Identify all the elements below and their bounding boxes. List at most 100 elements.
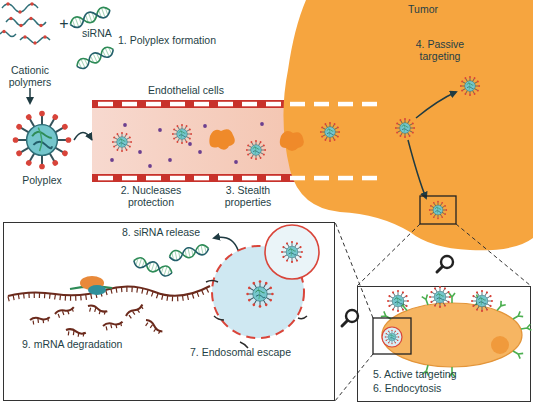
endothelial-cell <box>146 176 161 181</box>
endothelial-cell <box>362 176 377 181</box>
tumor-blob <box>283 0 533 250</box>
nuclease-dot <box>110 122 264 168</box>
mrna-strand <box>8 286 210 296</box>
endothelial-cell <box>218 102 233 107</box>
sirna-helix <box>168 244 209 262</box>
endothelial-cell <box>218 176 233 181</box>
zoom-frame <box>373 318 411 354</box>
endothelial-cell <box>170 102 185 107</box>
node-label: 4. Passive targeting <box>405 38 475 62</box>
nuclease-dot <box>158 128 162 132</box>
tumor-region: Tumor 4. Passive targeting <box>270 0 533 255</box>
nuclease-dot <box>198 150 202 154</box>
released-strand <box>214 316 224 320</box>
node-label: 8. siRNA release <box>122 226 232 238</box>
endothelial-cell <box>314 102 329 107</box>
node-label: Tumor <box>398 3 448 15</box>
cationic-charge <box>9 17 12 20</box>
endothelial-cell <box>242 102 257 107</box>
mechanism-panel: 8. siRNA release9. mRNA degradation7. En… <box>3 222 335 401</box>
cell-receptor <box>398 301 409 313</box>
nuclease-dot <box>203 124 207 128</box>
endothelial-cell <box>338 102 353 107</box>
sirna-helix <box>69 5 112 29</box>
endothelial-cell <box>362 102 377 107</box>
cationic-charge <box>39 24 42 27</box>
blood-cell <box>280 131 304 151</box>
endothelial-cell <box>338 176 353 181</box>
endothelial-cell <box>98 102 377 181</box>
cell-receptor <box>381 293 532 377</box>
endothelial-cell <box>242 176 257 181</box>
cell-receptor <box>512 311 524 321</box>
cationic-polymer <box>0 32 16 37</box>
zoom-leader <box>335 354 373 401</box>
cationic-charge <box>33 41 36 44</box>
endothelial-cell <box>290 176 305 181</box>
nuclease-dot <box>148 164 152 168</box>
cationic-charge <box>19 24 22 27</box>
polyplex-particle <box>385 330 400 345</box>
blood-cell <box>209 129 303 151</box>
endosome <box>265 225 319 279</box>
plus-sign: + <box>57 16 71 32</box>
mrna-fragment <box>143 319 163 336</box>
released-strand <box>298 316 307 319</box>
polyplex-particle <box>387 290 409 312</box>
polyplex-particle <box>387 286 493 312</box>
nuclease-dot <box>260 122 264 126</box>
cell-panel: 5. Active targeting6. Endocytosis <box>357 286 531 402</box>
cationic-charge <box>23 35 26 38</box>
endothelial-cell <box>98 176 113 181</box>
cationic-charge <box>2 2 46 44</box>
polyplex-particle <box>246 280 273 307</box>
polyplex-glyph <box>13 111 72 170</box>
polyplex-particle <box>429 286 451 308</box>
sirna-helix <box>75 45 115 71</box>
cell-receptor <box>473 295 482 306</box>
nuclease-dot <box>188 142 192 146</box>
endothelial-cell <box>266 176 281 181</box>
cationic-polymer <box>20 37 50 43</box>
risc-complex <box>88 285 106 295</box>
escaping-endosome <box>212 246 304 338</box>
polyplex-particle <box>429 201 447 219</box>
node-label: 2. Nucleases protection <box>114 184 188 208</box>
zoom-frame <box>420 196 456 224</box>
polyplex-particle: Polyplex <box>10 108 74 172</box>
cationic-charge <box>43 35 46 38</box>
cationic-charge <box>30 2 33 5</box>
step-label: 1. Polyplex formation <box>118 34 248 46</box>
sirna-helix <box>132 256 173 278</box>
nuclease-dot <box>168 158 172 162</box>
node-label: 3. Stealth properties <box>216 184 280 208</box>
nuclease-dot <box>234 160 238 164</box>
forming-endosome <box>382 327 402 347</box>
zoom-leader <box>456 224 531 286</box>
bound-sirna <box>70 287 112 289</box>
extravasation-arrow <box>416 92 456 118</box>
zoom-leader <box>335 222 531 401</box>
mrna-fragment <box>103 320 124 331</box>
endothelial-cell <box>314 176 329 181</box>
endothelial-cell <box>194 102 209 107</box>
endothelial-cell <box>122 176 137 181</box>
released-strand <box>240 342 248 348</box>
released-strand <box>206 281 218 283</box>
mrna-fragment <box>65 329 86 338</box>
mrna-fragment <box>30 303 163 337</box>
endothelial-cell <box>170 176 185 181</box>
cationic-charge <box>2 30 5 33</box>
cationic-charge <box>18 10 21 13</box>
nuclease-dot <box>138 150 142 154</box>
node-label: 6. Endocytosis <box>373 382 523 394</box>
cationic-polymer <box>0 4 50 43</box>
polyplex-particle <box>112 132 132 152</box>
cell-receptor <box>495 301 506 313</box>
polyplex-particle <box>246 140 266 160</box>
cell-receptor <box>423 364 431 375</box>
component-label: siRNA <box>82 27 122 39</box>
endothelial-cell <box>194 176 209 181</box>
polyplex-particle <box>395 118 415 138</box>
